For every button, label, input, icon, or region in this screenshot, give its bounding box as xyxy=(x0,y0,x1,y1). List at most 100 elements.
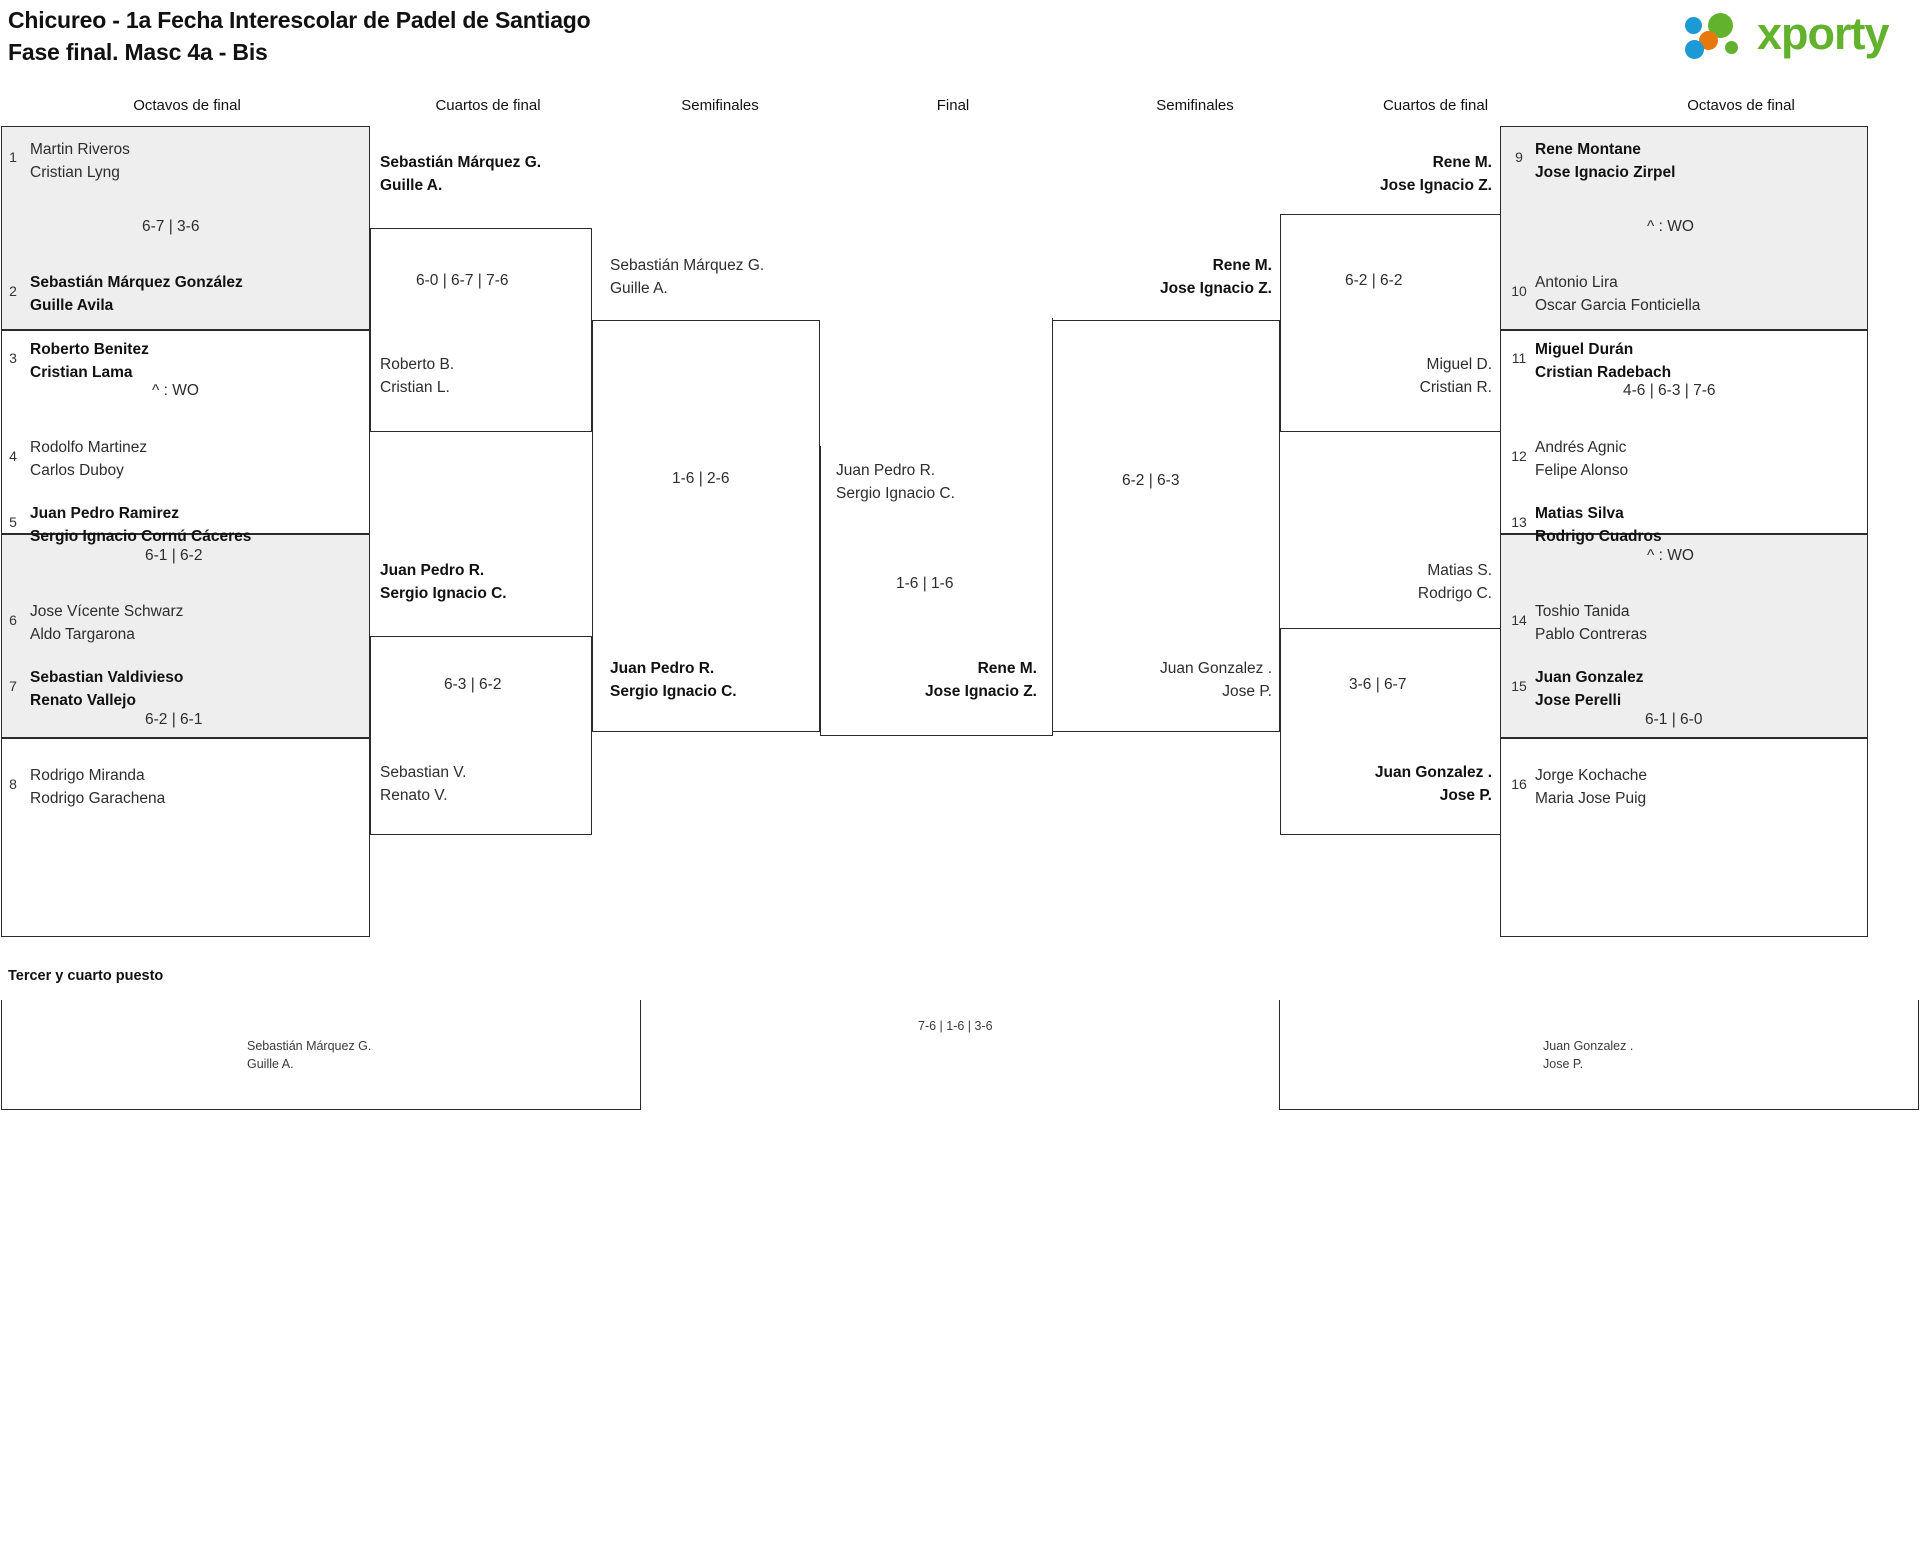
team-name-line2: Jose Perelli xyxy=(1535,692,1622,709)
match-box-sf-left[interactable] xyxy=(592,320,820,732)
team-name-line1: Juan Gonzalez xyxy=(1535,669,1644,686)
seed-number: 5 xyxy=(9,514,17,530)
team-name-line1: Roberto B. xyxy=(380,356,455,373)
team-name-line1: Sebastián Márquez G. xyxy=(610,257,765,274)
page-title: Chicureo - 1a Fecha Interescolar de Pade… xyxy=(8,4,591,68)
team-name-line1: Matias S. xyxy=(1427,562,1492,579)
round-header-final: Final xyxy=(936,97,970,114)
round-header-right-qf: Cuartos de final xyxy=(1382,97,1489,114)
team-name-line2: Guille A. xyxy=(610,280,668,297)
team-name-line2: Sergio Ignacio C. xyxy=(610,683,737,700)
match-score: 1-6 | 2-6 xyxy=(672,470,730,487)
team-name-line2: Renato Vallejo xyxy=(30,692,136,709)
match-box-qf-1[interactable] xyxy=(370,228,592,432)
team-name-line2: Rodrigo Garachena xyxy=(30,790,166,807)
team-name-line2: Jose Ignacio Z. xyxy=(925,683,1037,700)
team-name-line1: Juan Gonzalez . xyxy=(1159,660,1272,677)
match-score: 3-6 | 6-7 xyxy=(1349,676,1407,693)
match-box-r16-4[interactable] xyxy=(1,738,370,937)
team-name-line2: Felipe Alonso xyxy=(1535,462,1629,479)
match-score: 6-0 | 6-7 | 7-6 xyxy=(416,272,509,289)
team-name-line2: Jose Ignacio Z. xyxy=(1160,280,1272,297)
team-name-line1: Martin Riveros xyxy=(30,141,130,158)
third-place-left-edge xyxy=(1,1000,2,1110)
team-name-line2: Sergio Ignacio C. xyxy=(836,485,955,502)
third-place-right-edge xyxy=(1918,1000,1919,1110)
team-name-line1: Sebastián Márquez G. xyxy=(380,154,542,171)
team-name-line1: Toshio Tanida xyxy=(1535,603,1630,620)
match-box-r16-2[interactable] xyxy=(1,330,370,534)
final-connector-left xyxy=(820,446,821,736)
match-box-r16-1[interactable] xyxy=(1,126,370,330)
seed-number: 2 xyxy=(9,283,17,299)
team-name-line2: Sergio Ignacio Cornú Cáceres xyxy=(30,528,252,545)
match-box-r16-5[interactable] xyxy=(1500,126,1868,330)
match-box-r16-8[interactable] xyxy=(1500,738,1868,937)
team-name-line2: Aldo Targarona xyxy=(30,626,135,643)
team-name-line2: Jose Ignacio Z. xyxy=(1380,177,1492,194)
team-name-line1: Sebastian V. xyxy=(380,764,467,781)
match-box-qf-3[interactable] xyxy=(1280,214,1502,432)
team-name-line1: Juan Pedro R. xyxy=(380,562,485,579)
team-name-line2: Guille Avila xyxy=(30,297,114,314)
match-score: 6-3 | 6-2 xyxy=(444,676,502,693)
team-name-line1: Miguel Durán xyxy=(1535,341,1634,358)
round-header-left-r16: Octavos de final xyxy=(133,97,241,114)
round-header-right-r16: Octavos de final xyxy=(1687,97,1795,114)
team-name-line2: Maria Jose Puig xyxy=(1535,790,1647,807)
match-score: 6-2 | 6-3 xyxy=(1122,472,1180,489)
match-box-r16-6[interactable] xyxy=(1500,330,1868,534)
match-score: 6-2 | 6-1 xyxy=(145,711,203,728)
team-name-line2: Cristian R. xyxy=(1419,379,1492,396)
team-name-line2: Jose Ignacio Zirpel xyxy=(1535,164,1676,181)
match-score: 6-1 | 6-0 xyxy=(1645,711,1703,728)
seed-number: 15 xyxy=(1511,678,1527,694)
seed-number: 10 xyxy=(1511,283,1527,299)
team-name-line2: Renato V. xyxy=(380,787,448,804)
match-score: 6-1 | 6-2 xyxy=(145,547,203,564)
xporty-logo[interactable]: xporty xyxy=(1685,7,1910,63)
match-score: ^ : WO xyxy=(1647,218,1694,235)
team-name-line1: Antonio Lira xyxy=(1535,274,1618,291)
round-header-right-sf: Semifinales xyxy=(1156,97,1234,114)
match-score: 4-6 | 6-3 | 7-6 xyxy=(1623,382,1716,399)
team-name-line2: Sergio Ignacio C. xyxy=(380,585,507,602)
team-name-line1: Miguel D. xyxy=(1426,356,1492,373)
third-place-score: 7-6 | 1-6 | 3-6 xyxy=(918,1019,993,1033)
match-score: 6-7 | 3-6 xyxy=(142,218,200,235)
match-box-sf-right[interactable] xyxy=(1052,320,1280,732)
match-box-r16-3[interactable] xyxy=(1,534,370,738)
seed-number: 4 xyxy=(9,448,17,464)
seed-number: 7 xyxy=(9,678,17,694)
team-name-line1: Juan Pedro R. xyxy=(610,660,715,677)
team-name-line1: Rene M. xyxy=(1212,257,1272,274)
tournament-subtitle: Fase final. Masc 4a - Bis xyxy=(8,39,268,65)
team-name-line1: Jose Vícente Schwarz xyxy=(30,603,184,620)
team-name-line2: Cristian Lyng xyxy=(30,164,120,181)
match-box-qf-2[interactable] xyxy=(370,636,592,835)
team-name-line2: Cristian Radebach xyxy=(1535,364,1672,381)
match-box-r16-7[interactable] xyxy=(1500,534,1868,738)
third-place-team-line2: Guille A. xyxy=(247,1057,294,1071)
team-name-line1: Juan Pedro R. xyxy=(836,462,936,479)
team-name-line2: Carlos Duboy xyxy=(30,462,124,479)
team-name-line1: Matias Silva xyxy=(1535,505,1624,522)
team-name-line2: Cristian Lama xyxy=(30,364,133,381)
team-name-line2: Jose P. xyxy=(1439,787,1492,804)
team-name-line1: Roberto Benitez xyxy=(30,341,149,358)
seed-number: 12 xyxy=(1511,448,1527,464)
team-name-line1: Juan Pedro Ramirez xyxy=(30,505,180,522)
third-place-team-line2: Jose P. xyxy=(1543,1057,1584,1071)
team-name-line1: Sebastian Valdivieso xyxy=(30,669,184,686)
match-score: ^ : WO xyxy=(152,382,199,399)
third-place-team-line1: Sebastián Márquez G. xyxy=(247,1039,372,1053)
seed-number: 13 xyxy=(1511,514,1527,530)
seed-number: 14 xyxy=(1511,612,1527,628)
tournament-title: Chicureo - 1a Fecha Interescolar de Pade… xyxy=(8,7,591,33)
logo-dots-icon xyxy=(1685,13,1757,59)
team-name-line1: Rene M. xyxy=(1432,154,1492,171)
team-name-line2: Cristian L. xyxy=(380,379,450,396)
team-name-line1: Jorge Kochache xyxy=(1535,767,1648,784)
round-header-left-qf: Cuartos de final xyxy=(435,97,541,114)
seed-number: 6 xyxy=(9,612,17,628)
